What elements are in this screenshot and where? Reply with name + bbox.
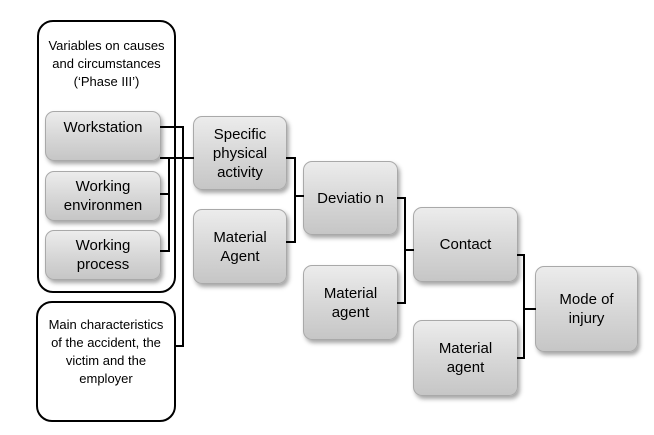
material-agent-node-1: Material Agent (193, 209, 287, 284)
material-agent-node-2: Material agent (303, 265, 398, 340)
variables-caption: Variables on causes and circumstances (‘… (48, 38, 165, 89)
connector-contact-to-mode (517, 254, 525, 359)
connector-activity-to-deviation (286, 157, 296, 243)
deviation-node: Deviatio n (303, 161, 398, 235)
characteristics-caption: Main characteristics of the accident, th… (48, 317, 164, 386)
connector-characteristics (175, 126, 184, 347)
mode-of-injury-node: Mode of injury (535, 266, 638, 352)
specific-physical-activity-node: Specific physical activity (193, 116, 287, 190)
connector-deviation-to-contact (397, 197, 406, 304)
contact-node: Contact (413, 207, 518, 282)
material-agent-node-3: Material agent (413, 320, 518, 396)
working-environment-node: Working environmen (45, 171, 161, 221)
characteristics-group-box (36, 301, 176, 422)
workstation-node: Workstation (45, 111, 161, 161)
working-process-node: Working process (45, 230, 161, 280)
